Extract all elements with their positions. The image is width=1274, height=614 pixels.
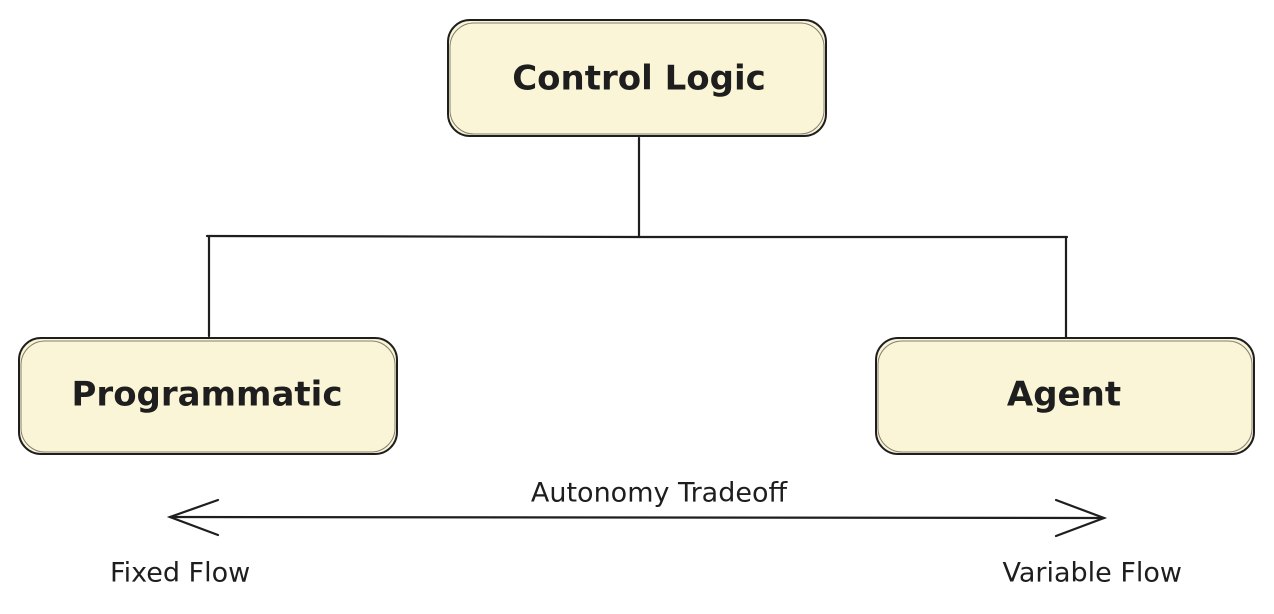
spectrum-left-label: Fixed Flow [110,558,250,589]
node-programmatic[interactable]: Programmatic [18,337,398,455]
node-agent-label: Agent [1007,375,1121,415]
branch-bar-line [205,234,1069,239]
node-control-logic[interactable]: Control Logic [447,19,827,137]
node-agent-box [875,337,1255,455]
node-programmatic-sketch-line [20,340,396,453]
node-agent[interactable]: Agent [875,337,1255,455]
node-control-logic-box [447,19,827,137]
spectrum-title: Autonomy Tradeoff [531,478,789,509]
spectrum-arrow-line [168,515,1106,520]
right-arrowhead-icon [1054,498,1108,538]
spectrum-right-label: Variable Flow [1002,558,1182,589]
tree-connectors [205,136,1069,339]
node-programmatic-label: Programmatic [72,375,343,415]
left-arrowhead-icon [166,498,220,537]
node-agent-sketch-line [877,340,1253,453]
node-programmatic-box [18,337,398,455]
node-control-logic-label: Control Logic [512,59,766,99]
autonomy-spectrum: Autonomy Tradeoff Fixed Flow Variable Fl… [110,478,1182,589]
node-control-logic-sketch-line [449,22,825,135]
